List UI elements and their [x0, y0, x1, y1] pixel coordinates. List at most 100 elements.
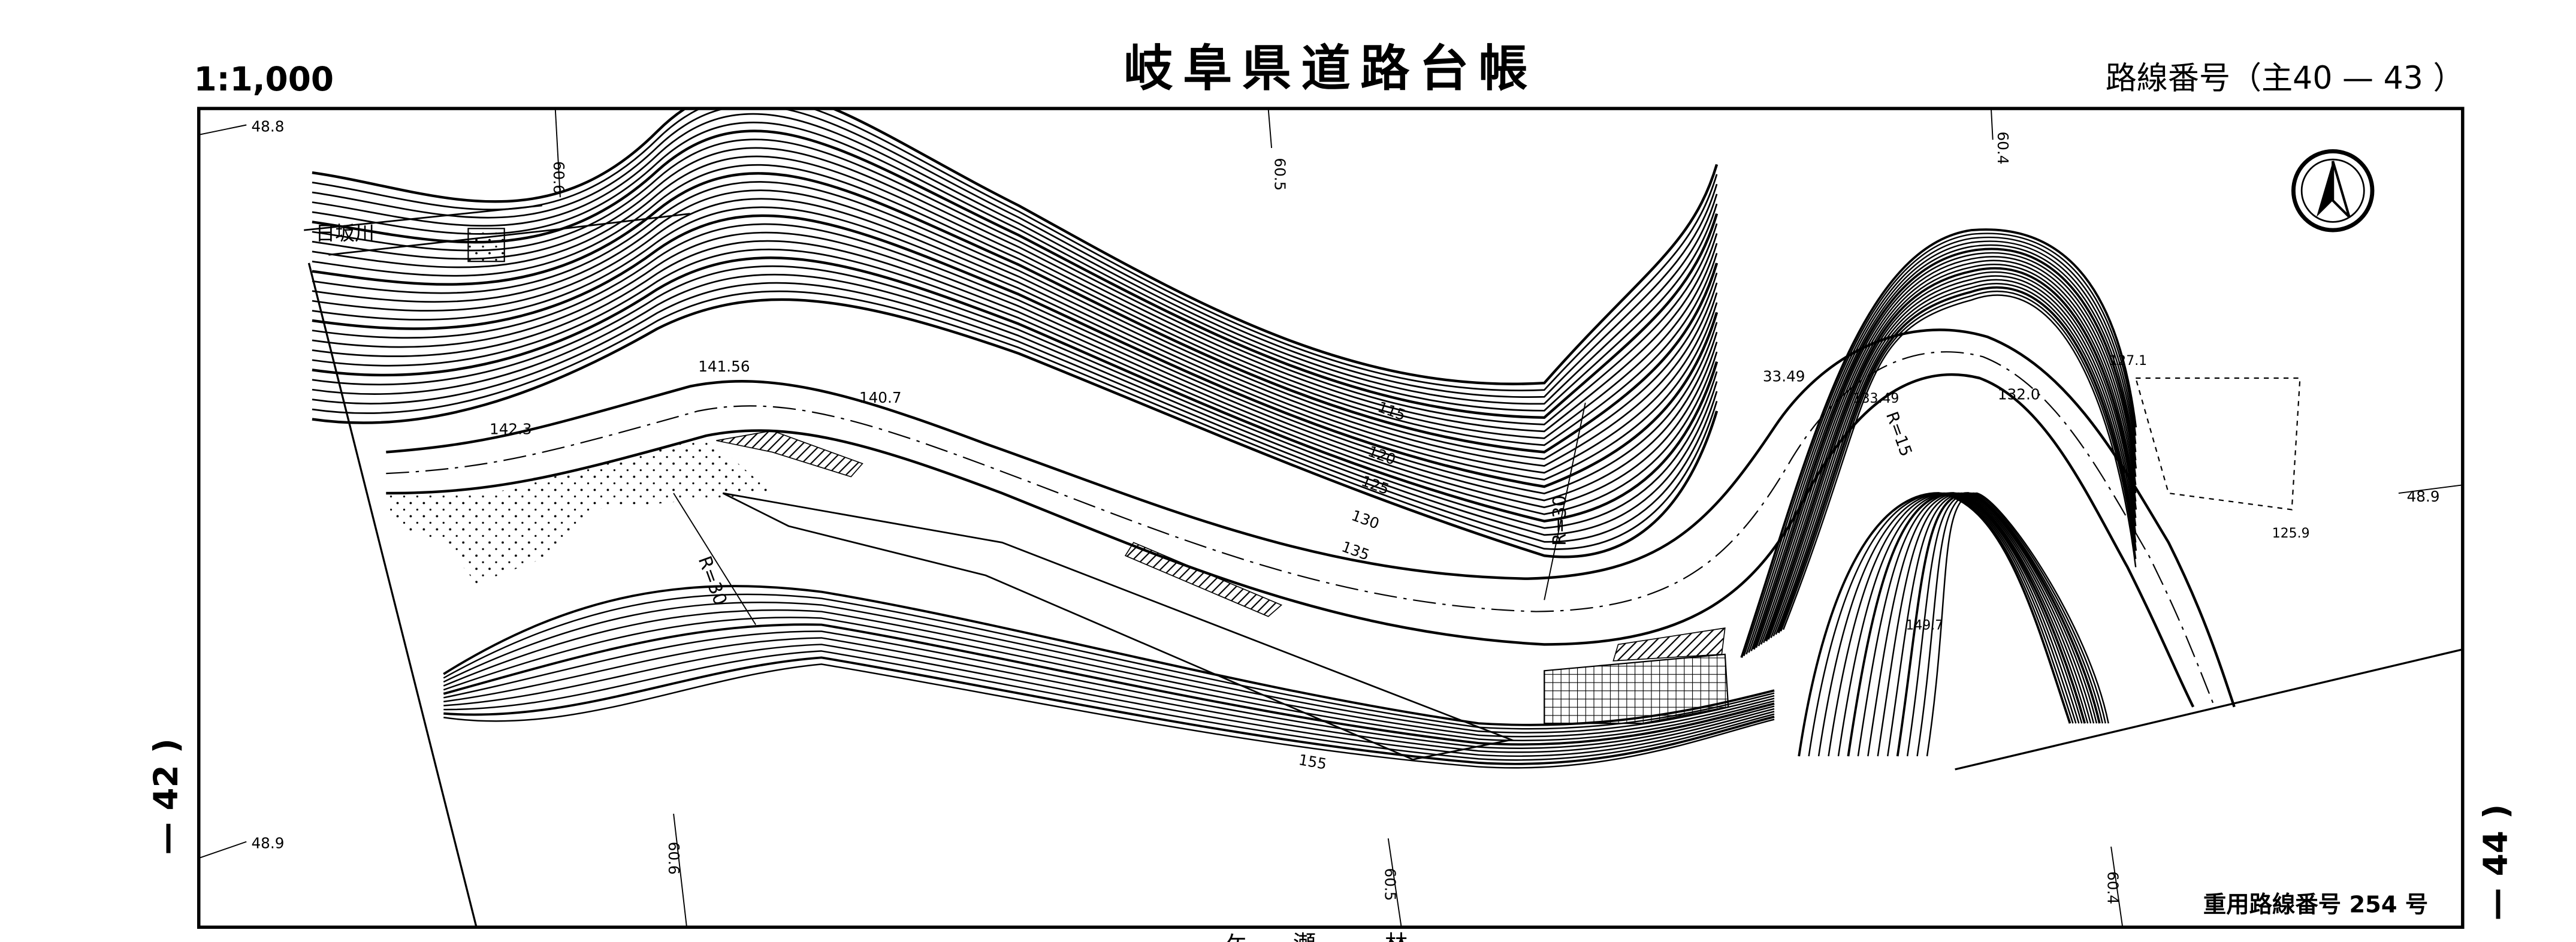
contour-line: [443, 601, 1775, 734]
contour-line: [1926, 492, 2109, 757]
contour-line: [312, 282, 1718, 543]
grid-line-top-1: [554, 108, 561, 198]
contour-line: [312, 256, 1719, 523]
survey-boundary-right: [1955, 648, 2463, 771]
grid-label-right: 48.9: [2407, 488, 2440, 505]
page-title: 岐阜県道路台帳: [1124, 41, 1538, 98]
contour-line: [312, 298, 1719, 558]
grid-label-top-1: 60.6: [550, 161, 567, 194]
contour-line: [312, 108, 1719, 385]
contour-line: [312, 113, 1718, 405]
contour-line: [312, 138, 1718, 425]
contour-line: [312, 273, 1718, 536]
grid-line-bottom-1: [673, 813, 687, 928]
contour-line: [312, 164, 1718, 446]
curve-radius-label: R=30: [694, 554, 731, 608]
contour-line: [312, 198, 1718, 474]
radius-line: [1544, 402, 1586, 600]
contour-line: [1740, 228, 2137, 658]
grid-label-left-top: 48.8: [251, 117, 284, 135]
survey-boundary-left: [307, 262, 478, 928]
hatched-retaining-wall-1: [716, 430, 863, 478]
sandy-area: [386, 436, 772, 584]
contour-label: 130: [1349, 506, 1382, 532]
contour-line: [1770, 275, 2137, 638]
route-number-label: 路線番号（主40 — 43 ）: [2106, 61, 2465, 96]
right-neighbor-sheet: — 44 ): [2477, 804, 2515, 920]
contour-line: [312, 206, 1718, 481]
contour-line: [312, 214, 1719, 488]
curve-radius-label: R=30: [1550, 495, 1571, 546]
grid-line-top-3: [1990, 108, 1994, 140]
contour-line: [1765, 267, 2137, 642]
left-neighbor-sheet: — 42 ): [147, 738, 185, 855]
contour-line: [443, 609, 1775, 738]
elevation-label: 149.7: [1905, 618, 1943, 633]
elevation-label: 125.9: [2272, 526, 2310, 541]
contour-line: [1780, 291, 2137, 632]
grid-line-left-bottom: [198, 841, 247, 859]
contour-line: [443, 623, 1775, 746]
grid-label-bottom-1: 60.6: [665, 842, 682, 875]
elevation-label: 140.7: [859, 389, 902, 406]
grid-line-bottom-3: [2110, 846, 2124, 928]
contour-line: [312, 172, 1719, 454]
curve-radius-label: R=15: [1882, 409, 1915, 459]
overlap-route-label: 重用路線番号 254 号: [2203, 892, 2428, 919]
radius-line: [673, 493, 756, 626]
road-edge-south: [386, 373, 2195, 708]
contour-line: [443, 650, 1775, 761]
contour-line: [1752, 247, 2137, 650]
elevation-label: 33.49: [1763, 367, 1805, 385]
contour-line: [1755, 252, 2137, 648]
river-bank: [304, 204, 690, 256]
contour-line: [1857, 492, 2089, 757]
contour-line: [443, 617, 1775, 742]
contour-line: [312, 155, 1718, 439]
bottom-place-name-fragment: ケ 瀬 林: [1224, 931, 1408, 942]
grid-label-left-bottom: 48.9: [251, 835, 284, 852]
contour-line: [1768, 271, 2137, 640]
grid-label-bottom-3: 60.4: [2104, 871, 2122, 904]
map-frame: [197, 107, 2465, 929]
contour-line: [312, 147, 1718, 433]
contour-line: [312, 248, 1718, 515]
grid-line-bottom-2: [1387, 838, 1402, 928]
contour-line: [1772, 279, 2137, 637]
building-plot: [2134, 377, 2301, 511]
grid-line-top-2: [1267, 108, 1273, 148]
contour-line: [1782, 294, 2137, 630]
contour-line: [443, 644, 1775, 757]
contour-line: [443, 637, 1775, 753]
contour-label: 155: [1297, 751, 1328, 773]
contour-line: [312, 223, 1718, 494]
contour-line: [312, 189, 1718, 467]
contour-line: [1748, 240, 2137, 653]
river-name: 日坂川: [315, 222, 375, 245]
grid-label-top-2: 60.5: [1272, 158, 1289, 191]
contour-line: [443, 630, 1775, 749]
field-plot: [722, 492, 1515, 760]
contour-line: [1828, 492, 2080, 757]
contour-label: 135: [1339, 538, 1372, 563]
elevation-label: 133.49: [1853, 391, 1899, 406]
contour-line: [443, 663, 1775, 769]
elevation-label: 141.56: [698, 358, 750, 375]
contour-line: [312, 231, 1718, 502]
elevation-label: 142.3: [490, 420, 532, 437]
grid-label-bottom-2: 60.5: [1381, 868, 1399, 901]
scale-label: 1:1,000: [194, 60, 334, 98]
contour-line: [1777, 286, 2137, 633]
contour-line: [312, 181, 1718, 460]
contour-lines: [312, 108, 2137, 769]
north-arrow-icon: [2291, 149, 2375, 233]
contour-line: [312, 265, 1718, 529]
contour-line: [312, 108, 1718, 398]
grid-line-left-top: [198, 124, 247, 135]
grid-paved-area: [1544, 653, 1729, 724]
grid-line-right: [2398, 484, 2463, 494]
contour-line: [1757, 256, 2137, 647]
hatched-retaining-wall-2: [1124, 542, 1283, 617]
contour-line: [312, 108, 1718, 391]
